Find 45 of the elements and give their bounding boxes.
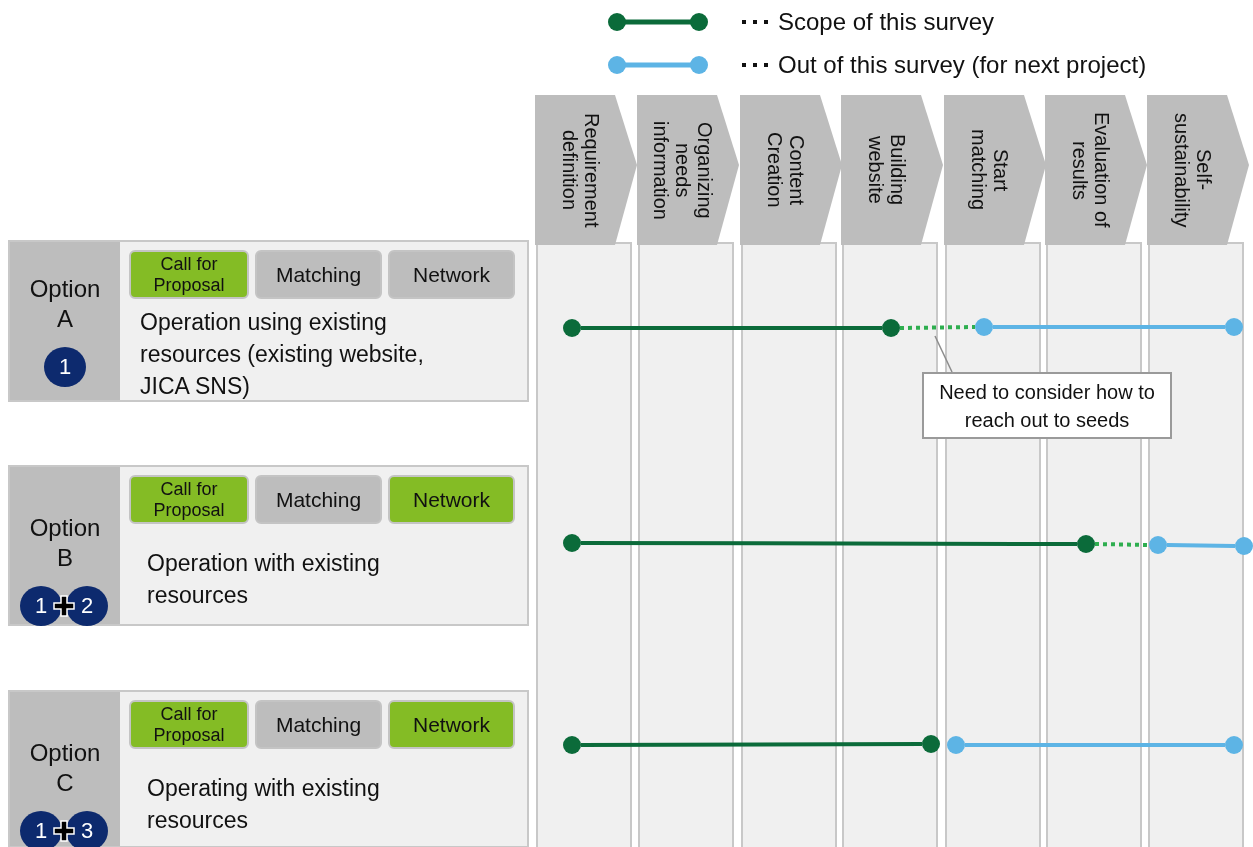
- step-label: Building website: [864, 133, 910, 208]
- option-label: Option B: [28, 513, 102, 573]
- option-label: Option C: [28, 738, 102, 798]
- leader-line: [934, 335, 953, 373]
- step-label: Evaluation of results: [1068, 111, 1114, 230]
- phase-header: [535, 95, 637, 245]
- feature-tag: Matching: [255, 250, 382, 299]
- timeline-bar: [899, 325, 976, 330]
- feature-tag: Call for Proposal: [129, 700, 249, 749]
- phase-header: [637, 95, 739, 245]
- feature-tag: Network: [388, 475, 515, 524]
- option-description: Operation with existing resources: [147, 549, 381, 610]
- feature-tag: Matching: [255, 700, 382, 749]
- timeline-bar: [581, 541, 1077, 546]
- option-label: Option A: [28, 274, 102, 334]
- step-label: Content Creation: [763, 131, 809, 210]
- option-description: Operating with existing resources: [147, 774, 381, 835]
- feature-tag: Call for Proposal: [129, 475, 249, 524]
- legend-text: Scope of this survey: [778, 8, 995, 36]
- timeline-bar: [1166, 543, 1236, 548]
- feature-tag: Network: [388, 700, 515, 749]
- step-label: Self-sustainability: [1170, 111, 1216, 230]
- step-label: Organizing needs information: [649, 119, 717, 222]
- option-panel: [8, 465, 529, 626]
- feature-tag: Matching: [255, 475, 382, 524]
- callout-box: Need to consider how to reach out to seeds: [922, 372, 1172, 439]
- timeline-bar: [581, 326, 882, 330]
- timeline-bar: [581, 742, 922, 747]
- option-panel: [8, 240, 529, 402]
- timeline-bar: [965, 743, 1225, 747]
- milestone-dot: [1235, 537, 1253, 555]
- feature-tag: Call for Proposal: [129, 250, 249, 299]
- phase-header: [740, 95, 842, 245]
- option-panel: [8, 690, 529, 847]
- phase-header: [1147, 95, 1249, 245]
- phase-header: [841, 95, 943, 245]
- feature-tag: Network: [388, 250, 515, 299]
- phase-header: [944, 95, 1046, 245]
- phase-header: [1045, 95, 1147, 245]
- legend-text: Out of this survey (for next project): [778, 51, 1147, 79]
- option-description: Operation using existing resources (existing website, JICA SNS): [140, 308, 425, 401]
- step-label: Requirement definition: [558, 111, 604, 230]
- timeline-bar: [993, 325, 1225, 329]
- timeline-bar: [1094, 542, 1150, 547]
- step-label: Start matching: [967, 128, 1013, 213]
